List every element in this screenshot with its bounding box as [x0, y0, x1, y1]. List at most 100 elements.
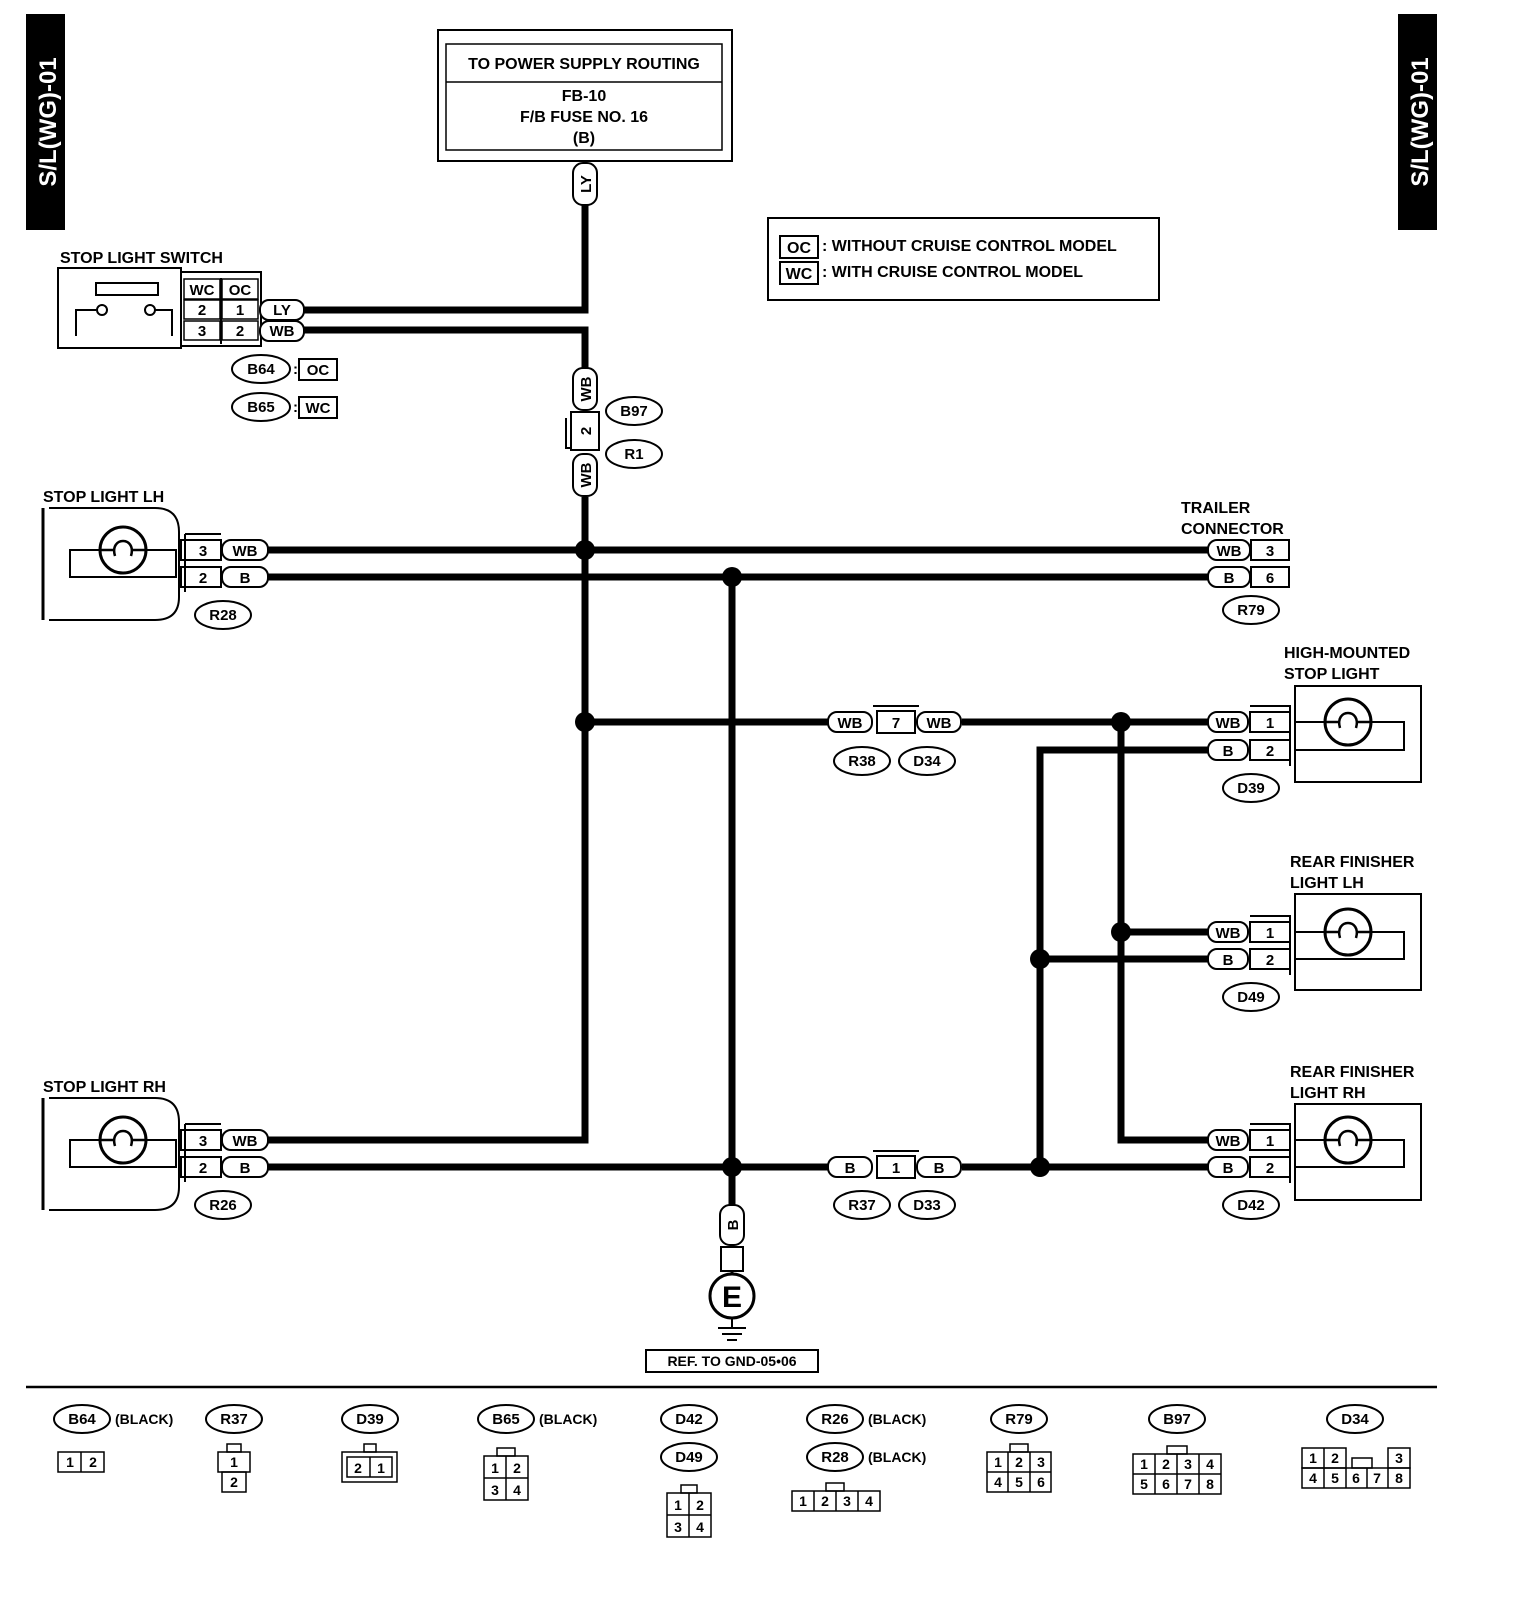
power-supply-title: TO POWER SUPPLY ROUTING [468, 56, 700, 73]
svg-text:2: 2 [1331, 1450, 1339, 1466]
wire-color-label: B [1224, 570, 1235, 587]
switch-header-oc: OC [229, 282, 252, 299]
high-mounted-label-2: STOP LIGHT [1284, 666, 1380, 683]
wire-color-label: B [1223, 743, 1234, 760]
pin-number: 2 [199, 1160, 207, 1177]
connector-code: D42 [1237, 1197, 1265, 1214]
ground-point: B E REF. TO GND-05•06 [645, 1204, 819, 1373]
legend-oc-text: : WITHOUT CRUISE CONTROL MODEL [822, 238, 1117, 255]
junction-dot [722, 567, 742, 587]
svg-text:5: 5 [1331, 1470, 1339, 1486]
svg-text:1: 1 [1309, 1450, 1317, 1466]
svg-text:R26: R26 [821, 1411, 849, 1428]
rear-finisher-lh-label-1: REAR FINISHER [1290, 854, 1415, 871]
svg-text:2: 2 [696, 1497, 704, 1513]
wire-b-high [1036, 746, 1208, 1167]
svg-text:B: B [934, 1160, 945, 1177]
ground-reference: REF. TO GND-05•06 [667, 1353, 796, 1369]
svg-text:6: 6 [1162, 1476, 1170, 1492]
wire-color-label: WB [233, 1133, 258, 1150]
page-code-tab-left: S/L(WG)-01 [26, 14, 65, 230]
svg-text:(BLACK): (BLACK) [539, 1411, 597, 1427]
connector-code: R38 [848, 753, 876, 770]
svg-text:4: 4 [1309, 1470, 1317, 1486]
pin-number: 2 [1266, 1160, 1274, 1177]
svg-text:3: 3 [1395, 1450, 1403, 1466]
wire-color-label: WB [1216, 925, 1241, 942]
model-code: OC [307, 362, 330, 379]
svg-text:4: 4 [1206, 1456, 1214, 1472]
rear-finisher-light-rh: REAR FINISHER LIGHT RH WB B 1 2 D42 [1207, 1064, 1422, 1220]
power-fuse-code: FB-10 [562, 88, 607, 105]
wire-ly-power [304, 204, 589, 314]
svg-text:2: 2 [513, 1460, 521, 1476]
trailer-label-2: CONNECTOR [1181, 521, 1284, 538]
high-mounted-stop-light: HIGH-MOUNTED STOP LIGHT WB B 1 2 D39 [1207, 645, 1422, 803]
junction-dot [1111, 922, 1131, 942]
connector-code: R79 [1237, 602, 1265, 619]
wire-color-label: LY [273, 302, 291, 319]
legend-oc-code: OC [787, 240, 811, 257]
page-code-right: S/L(WG)-01 [1407, 57, 1434, 186]
rear-finisher-lh-label-2: LIGHT LH [1290, 875, 1364, 892]
svg-text:B64: B64 [68, 1411, 96, 1428]
wire-color-label: WB [1216, 715, 1241, 732]
model-code: WC [306, 400, 331, 417]
connector-view-r26-r28: R26 (BLACK) R28 (BLACK) 1 2 3 4 [791, 1404, 926, 1512]
svg-text:4: 4 [513, 1482, 521, 1498]
svg-text:4: 4 [994, 1474, 1002, 1490]
switch-pin: 2 [236, 323, 244, 340]
switch-pin: 2 [198, 302, 206, 319]
pin-number: 6 [1266, 570, 1274, 587]
svg-text:6: 6 [1352, 1470, 1360, 1486]
wire-color-label: WB [1217, 543, 1242, 560]
wires [268, 204, 1208, 1205]
svg-text:(BLACK): (BLACK) [868, 1411, 926, 1427]
connector-view-r37: R37 1 2 [205, 1404, 263, 1493]
svg-text:LY: LY [578, 175, 595, 193]
svg-text:D34: D34 [1341, 1411, 1369, 1428]
connector-views: B64 (BLACK) 1 2 R37 1 2 D39 2 1 [53, 1404, 1411, 1538]
connector-code: R1 [624, 446, 643, 463]
pin-number: 3 [199, 1133, 207, 1150]
connector-view-b64: B64 (BLACK) 1 2 [53, 1404, 173, 1473]
pin-number: 3 [199, 543, 207, 560]
svg-text:D42: D42 [675, 1411, 703, 1428]
svg-text:1: 1 [230, 1454, 238, 1470]
svg-text:1: 1 [1140, 1456, 1148, 1472]
svg-text:8: 8 [1395, 1470, 1403, 1486]
pin-number: 1 [1266, 1133, 1274, 1150]
svg-text:4: 4 [696, 1519, 704, 1535]
svg-text:1: 1 [674, 1497, 682, 1513]
connector-view-d39: D39 2 1 [341, 1404, 399, 1483]
svg-text:2: 2 [1162, 1456, 1170, 1472]
svg-text:B97: B97 [1163, 1411, 1191, 1428]
stop-light-lh-label: STOP LIGHT LH [43, 489, 164, 506]
trailer-label-1: TRAILER [1181, 500, 1251, 517]
connector-view-d42-d49: D42 D49 1 2 3 4 [660, 1404, 718, 1538]
wire-color-label: WB [233, 543, 258, 560]
stop-light-rh: STOP LIGHT RH 3 2 WB B R26 [41, 1079, 269, 1220]
connector-code: D39 [1237, 780, 1265, 797]
svg-text:3: 3 [843, 1493, 851, 1509]
stop-light-rh-label: STOP LIGHT RH [43, 1079, 166, 1096]
wire-color-label: B [240, 570, 251, 587]
power-supply-box: TO POWER SUPPLY ROUTING FB-10 F/B FUSE N… [437, 29, 733, 162]
legend-wc-code: WC [786, 266, 813, 283]
svg-text:1: 1 [377, 1460, 385, 1476]
connector-code: R28 [209, 607, 237, 624]
svg-text:R79: R79 [1005, 1411, 1033, 1428]
pin-number: 1 [892, 1160, 900, 1177]
stop-light-lh: STOP LIGHT LH 3 2 WB B R28 [41, 489, 269, 630]
wire-color-label: B [1223, 1160, 1234, 1177]
svg-text:3: 3 [1184, 1456, 1192, 1472]
pin-number: 1 [1266, 925, 1274, 942]
pin-number: 3 [1266, 543, 1274, 560]
svg-text:2: 2 [821, 1493, 829, 1509]
svg-text:2: 2 [1015, 1454, 1023, 1470]
svg-text:B65: B65 [492, 1411, 520, 1428]
connector-code: R26 [209, 1197, 237, 1214]
svg-text:B: B [845, 1160, 856, 1177]
stop-light-switch-label: STOP LIGHT SWITCH [60, 250, 223, 267]
junction-dot [722, 1157, 742, 1177]
